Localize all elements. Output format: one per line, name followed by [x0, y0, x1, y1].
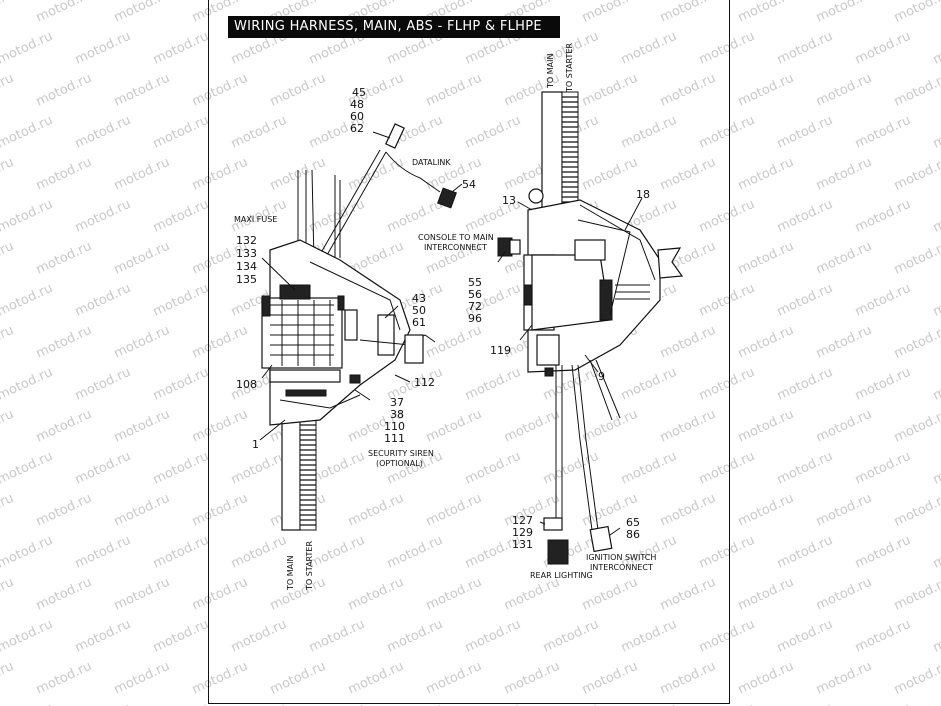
- callout-134: 134: [236, 260, 257, 273]
- callout-119: 119: [490, 344, 511, 357]
- callout-18: 18: [636, 188, 650, 201]
- ignition-switch-label-line1: IGNITION SWITCH: [586, 553, 656, 562]
- callout-38: 38: [390, 408, 404, 421]
- callout-48: 48: [350, 98, 364, 111]
- right-assembly: [497, 91, 684, 565]
- callout-65: 65: [626, 516, 640, 529]
- callout-111: 111: [384, 432, 405, 445]
- callout-1: 1: [252, 438, 259, 451]
- text-labels: DATALINK MAXI FUSE CONSOLE TO MAIN INTER…: [234, 43, 656, 591]
- callout-9: 9: [598, 370, 605, 383]
- callout-50: 50: [412, 304, 426, 317]
- security-siren-label-line2: (OPTIONAL): [376, 459, 423, 468]
- callout-45: 45: [352, 86, 366, 99]
- callout-96: 96: [468, 312, 482, 325]
- callout-62: 62: [350, 122, 364, 135]
- right-to-main-label: TO MAIN: [546, 54, 555, 89]
- callout-numbers: 45 48 60 62 54 132 133 134 135 43 50 61 …: [236, 86, 650, 551]
- callout-131: 131: [512, 538, 533, 551]
- security-siren-label-line1: SECURITY SIREN: [368, 449, 434, 458]
- left-assembly: [259, 123, 463, 531]
- callout-132: 132: [236, 234, 257, 247]
- maxi-fuse-label: MAXI FUSE: [234, 215, 277, 224]
- callout-54: 54: [462, 178, 476, 191]
- callout-110: 110: [384, 420, 405, 433]
- ignition-switch-label-line2: INTERCONNECT: [590, 563, 653, 572]
- callout-61: 61: [412, 316, 426, 329]
- callout-13: 13: [502, 194, 516, 207]
- page-frame: [208, 0, 730, 704]
- callout-60: 60: [350, 110, 364, 123]
- left-to-starter-label: TO STARTER: [305, 541, 314, 591]
- right-to-starter-label: TO STARTER: [565, 43, 574, 93]
- callout-112: 112: [414, 376, 435, 389]
- callout-37: 37: [390, 396, 404, 409]
- left-to-main-label: TO MAIN: [286, 556, 295, 591]
- callout-127: 127: [512, 514, 533, 527]
- callout-72: 72: [468, 300, 482, 313]
- callout-133: 133: [236, 247, 257, 260]
- callout-55: 55: [468, 276, 482, 289]
- page-title: WIRING HARNESS, MAIN, ABS - FLHP & FLHPE: [228, 16, 560, 38]
- callout-108: 108: [236, 378, 257, 391]
- console-label-line1: CONSOLE TO MAIN: [418, 233, 494, 242]
- rear-lighting-label: REAR LIGHTING: [530, 571, 593, 580]
- callout-56: 56: [468, 288, 482, 301]
- callout-135: 135: [236, 273, 257, 286]
- callout-129: 129: [512, 526, 533, 539]
- callout-86: 86: [626, 528, 640, 541]
- console-label-line2: INTERCONNECT: [424, 243, 487, 252]
- datalink-label: DATALINK: [412, 158, 451, 167]
- callout-43: 43: [412, 292, 426, 305]
